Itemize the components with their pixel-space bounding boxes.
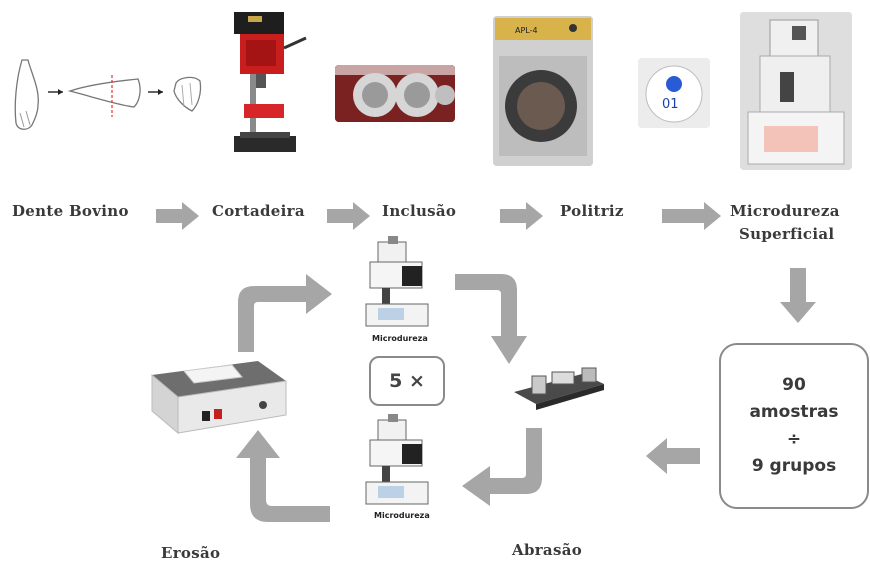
groups-count: 9 grupos xyxy=(751,456,837,476)
arrow-curved-right-down-icon xyxy=(455,274,527,364)
arrow-curved-left-up-icon xyxy=(236,430,330,522)
microhardness-tester-image xyxy=(740,12,852,170)
microdureza-caption-top: Microdureza xyxy=(372,334,428,343)
repeat-count-box: 5 × xyxy=(369,356,445,406)
politriz-panel-text: APL-4 xyxy=(515,26,538,35)
step-label-microdureza: Microdureza xyxy=(730,202,840,220)
division-sign: ÷ xyxy=(786,429,802,449)
arrow-curved-up-right-icon xyxy=(238,274,332,352)
arrow-right-icon xyxy=(327,202,370,230)
polishing-machine-image: APL-4 xyxy=(493,16,593,166)
sample-label: 01 xyxy=(662,97,679,112)
step-label-abrasao: Abrasão xyxy=(512,541,583,559)
arrow-right-icon xyxy=(500,202,543,230)
samples-word: amostras xyxy=(749,402,839,422)
step-label-politriz: Politriz xyxy=(560,202,624,220)
abrasion-machine-image xyxy=(514,367,604,410)
sample-01-image: 01 xyxy=(638,58,710,128)
step-label-inclusao: Inclusão xyxy=(382,202,457,220)
inclusion-samples-image xyxy=(335,65,455,122)
microhardness-tester-bottom-image xyxy=(365,414,429,505)
samples-count: 90 xyxy=(782,375,806,395)
step-label-dente-bovino: Dente Bovino xyxy=(12,202,129,220)
step-label-erosao: Erosão xyxy=(161,544,221,562)
microdureza-caption-bottom: Microdureza xyxy=(374,511,430,520)
erosion-hotplate-image xyxy=(151,361,287,435)
arrow-right-icon xyxy=(662,202,721,230)
arrow-right-icon xyxy=(156,202,199,230)
microhardness-tester-top-image xyxy=(365,236,429,327)
arrow-curved-down-left-icon xyxy=(462,428,542,506)
arrow-down-icon xyxy=(780,268,816,323)
step-label-superficial: Superficial xyxy=(739,225,835,243)
step-label-cortadeira: Cortadeira xyxy=(212,202,305,220)
tooth-cutting-diagram xyxy=(14,59,202,130)
samples-groups-box: 90 amostras ÷ 9 grupos xyxy=(719,343,869,509)
arrow-left-icon xyxy=(646,438,700,474)
drill-press-image xyxy=(234,12,307,152)
